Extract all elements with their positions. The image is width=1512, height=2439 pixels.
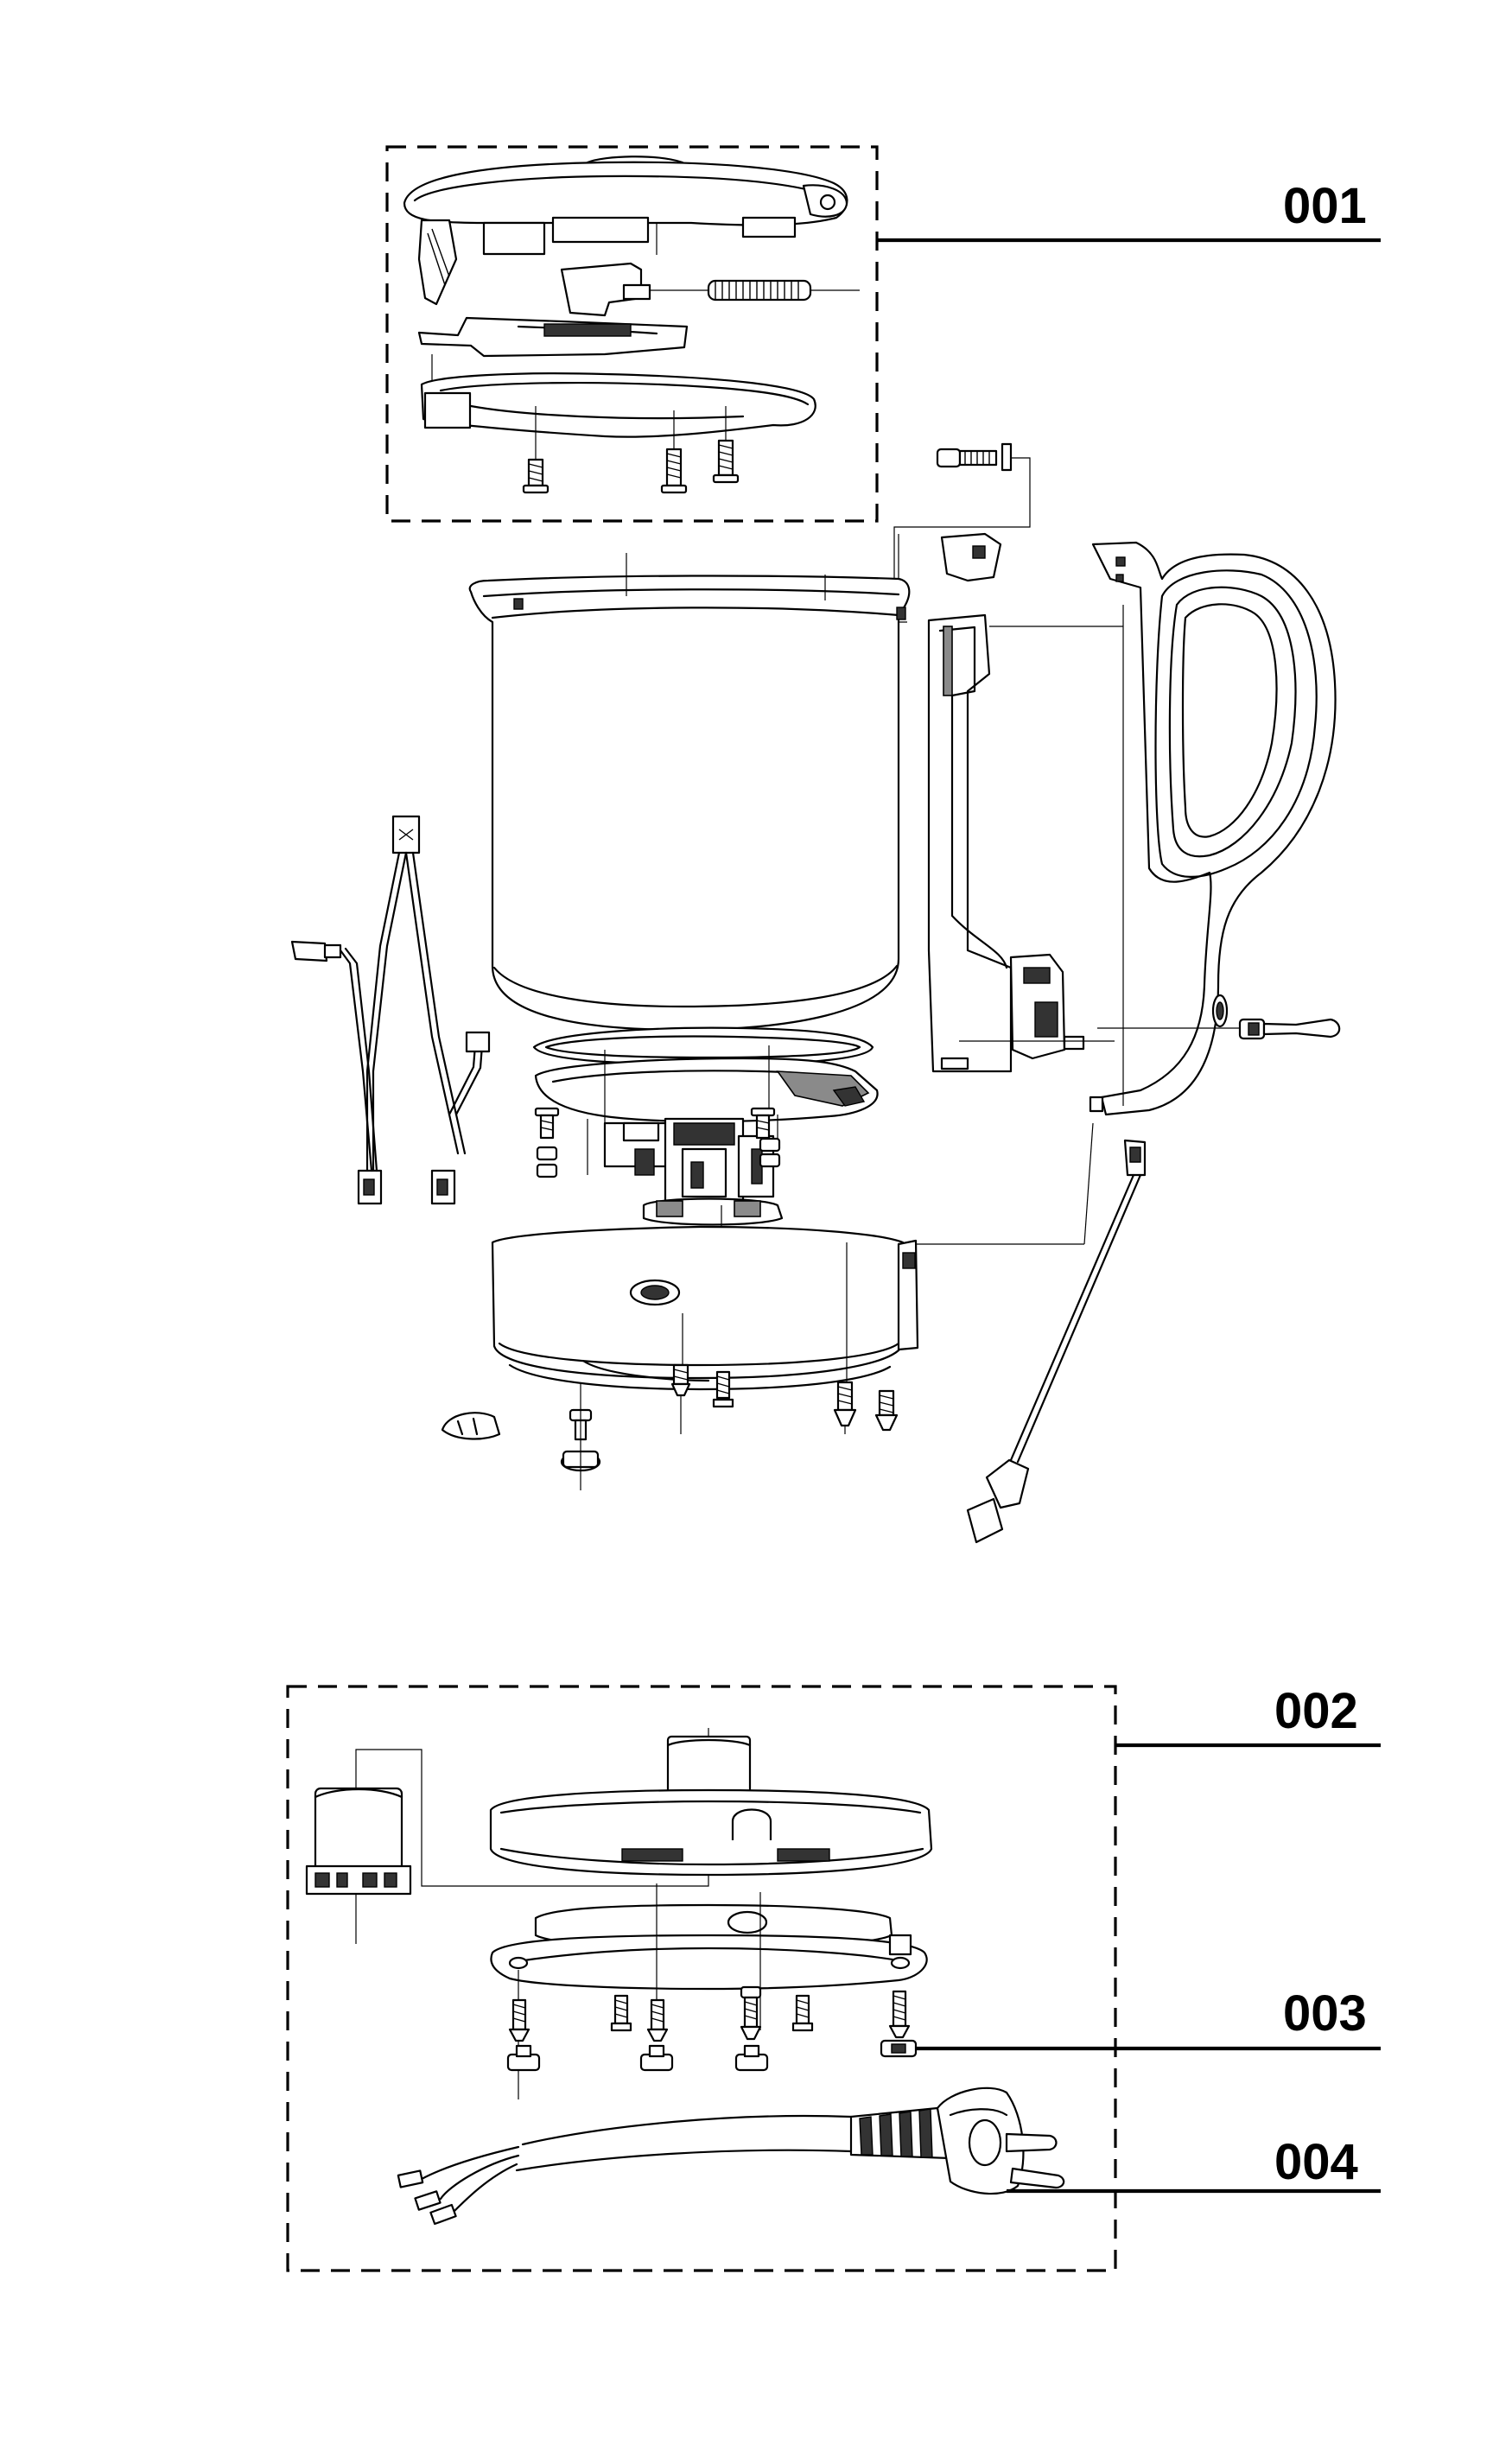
base-screws-feet <box>506 1985 918 2072</box>
base-screw <box>712 1370 734 1408</box>
base-screw <box>670 1363 691 1434</box>
lid-spring <box>707 279 812 302</box>
foot <box>639 2044 674 2072</box>
foot-003 <box>880 2039 918 2058</box>
part-label-002: 002 <box>1274 1683 1358 1739</box>
screw <box>712 439 740 484</box>
group-002-power-base: 002 <box>286 1683 1381 2272</box>
group-001-lid-assembly: 001 <box>385 145 1381 523</box>
kettle-jug-body <box>468 553 911 1032</box>
part-label-004: 004 <box>1274 2134 1358 2190</box>
base-seal-ring <box>532 1026 874 1066</box>
hinge-screw-spring <box>893 442 1031 623</box>
base-bottom-plate <box>490 1883 928 2099</box>
external-connector-wire <box>966 1122 1147 1544</box>
screw <box>646 1998 669 2042</box>
foot <box>506 2044 541 2072</box>
base-bottom-parts <box>441 1363 899 1490</box>
internal-wiring-harness <box>290 815 491 1205</box>
thermostat-connector-block <box>587 1115 784 1270</box>
lid-inner-plate <box>420 372 816 480</box>
kettle-handle <box>1089 541 1341 1116</box>
base-connector-socket <box>305 1728 709 1944</box>
foot <box>734 2044 769 2072</box>
screw <box>791 1994 814 2032</box>
screw <box>740 1985 762 2041</box>
base-screw <box>874 1389 899 1432</box>
heating-element-plate <box>534 1045 879 1123</box>
dashed-box-002 <box>286 1685 1117 2272</box>
screw <box>888 1990 911 2039</box>
screw <box>522 458 550 494</box>
dashed-box-001 <box>385 145 879 523</box>
latch-slider-spring <box>417 262 860 393</box>
kettle-body-explosion <box>290 442 1341 1544</box>
screw <box>610 1994 632 2032</box>
lid-screws <box>522 439 740 494</box>
part-label-001: 001 <box>1283 178 1367 234</box>
part-label-003: 003 <box>1283 1985 1367 2042</box>
power-cord-plug <box>397 2086 1065 2226</box>
foot-screw <box>560 1382 601 1490</box>
water-window-panel <box>927 613 1123 1073</box>
base-screw <box>833 1381 857 1434</box>
lid-top-cover <box>403 156 848 306</box>
screw <box>508 1998 530 2042</box>
screw <box>660 448 688 494</box>
kettle-base-housing <box>491 1225 1084 1391</box>
heater-screws <box>534 1107 781 1178</box>
base-top-cover <box>489 1735 933 1877</box>
